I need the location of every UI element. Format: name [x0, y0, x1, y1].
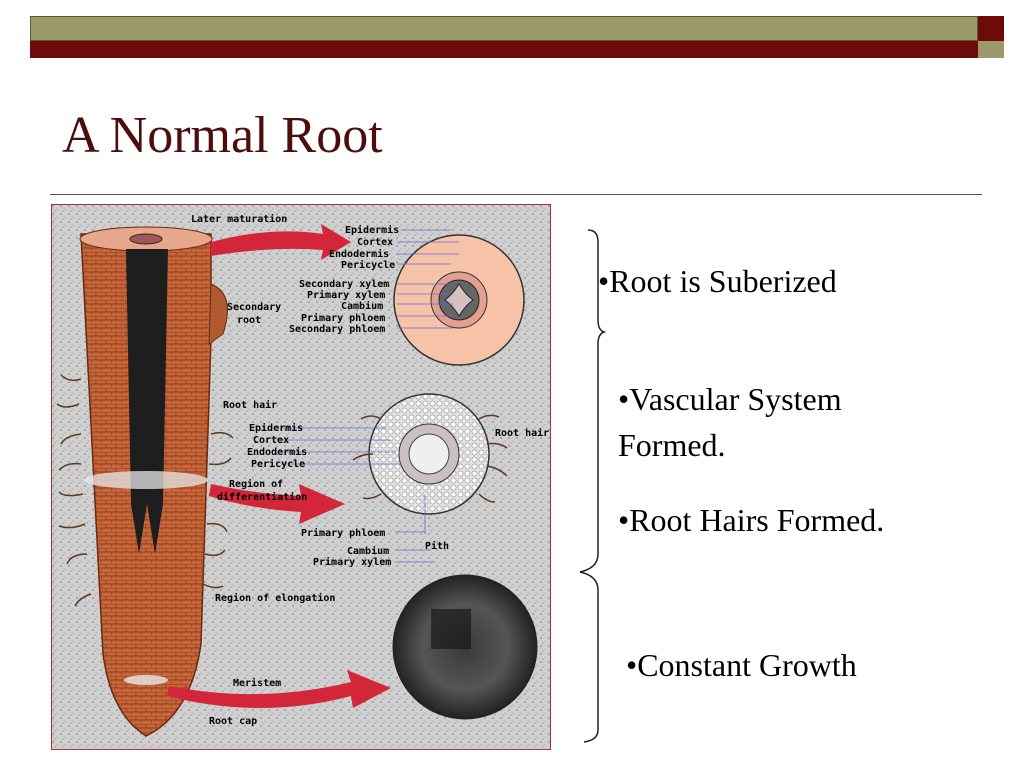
label-secondary: Secondary [227, 302, 281, 313]
label-root-hair-right: Root hair [495, 427, 549, 439]
corner-square-maroon [978, 16, 1004, 41]
label-differentiation: differentiation [217, 491, 307, 503]
bullet-root-suberized: •Root is Suberized [598, 263, 837, 299]
label-root: root [237, 315, 261, 326]
bullet-constant-growth: •Constant Growth [626, 647, 857, 683]
label-region-of: Region of [229, 478, 283, 490]
label-pith: Pith [425, 540, 449, 552]
header-band-olive [30, 16, 978, 41]
slide-title: A Normal Root [62, 107, 383, 164]
label-epidermis: Epidermis [345, 224, 399, 236]
label-cambium: Cambium [341, 300, 383, 312]
secondary-root [208, 283, 228, 345]
label-primary-xylem: Primary xylem [307, 289, 385, 301]
bullet-root-hairs: •Root Hairs Formed. [618, 502, 885, 538]
label-cortex: Cortex [357, 237, 393, 248]
label-region-elongation: Region of elongation [215, 592, 335, 604]
root-diagram: Later maturation Epidermis Cortex Endode… [51, 204, 551, 750]
label-endodermis: Endodermis [329, 248, 389, 260]
mature-root-cross-section [393, 234, 525, 366]
label-primary-phloem-2: Primary phloem [301, 527, 385, 539]
label-endodermis-2: Endodermis [247, 446, 307, 458]
label-secondary-xylem: Secondary xylem [299, 279, 389, 290]
bullet-vascular-system: •Vascular System Formed. [618, 381, 842, 464]
label-cambium-2: Cambium [347, 545, 389, 557]
label-primary-xylem-2: Primary xylem [313, 556, 391, 568]
label-meristem: Meristem [233, 677, 281, 689]
bracket-lines [579, 229, 607, 743]
young-root-cross-section [352, 393, 508, 515]
label-pericycle-2: Pericycle [251, 458, 305, 470]
corner-square-olive [978, 41, 1004, 58]
title-divider [50, 194, 982, 195]
label-cortex-2: Cortex [253, 435, 289, 446]
label-root-cap: Root cap [209, 716, 257, 727]
label-epidermis-2: Epidermis [249, 422, 303, 434]
header-band-maroon [30, 41, 978, 58]
label-secondary-phloem: Secondary phloem [289, 324, 385, 335]
label-later-maturation: Later maturation [191, 213, 287, 225]
label-primary-phloem: Primary phloem [301, 312, 385, 324]
arrows [167, 224, 391, 708]
label-root-hair: Root hair [223, 399, 277, 411]
label-pericycle: Pericycle [341, 259, 395, 271]
